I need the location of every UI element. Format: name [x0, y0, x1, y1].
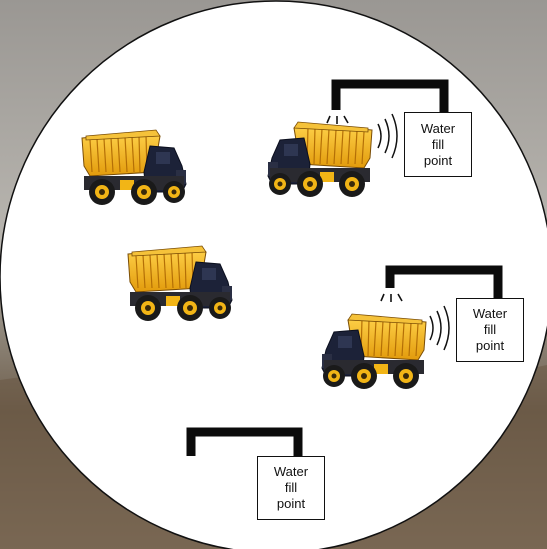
fill-point-line-3: point	[276, 496, 306, 511]
fill-point-line-1: Water	[420, 120, 456, 136]
fill-point-line-1: Water	[273, 464, 309, 479]
water-pipe-3	[186, 427, 303, 458]
fill-point-line-2: fill	[284, 480, 298, 495]
water-pipe-1	[331, 79, 449, 112]
water-pipe-2	[385, 265, 503, 300]
water-spray-icon	[326, 115, 403, 302]
fill-point-line-2: fill	[431, 136, 445, 152]
water-fill-point-box: Water fill point	[456, 298, 524, 362]
fill-point-line-2: fill	[483, 322, 497, 337]
water-fill-point-box: Water fill point	[404, 112, 472, 177]
fill-point-line-1: Water	[472, 306, 508, 321]
signal-waves-icon	[377, 113, 450, 351]
water-fill-point-box: Water fill point	[257, 456, 325, 520]
fill-point-line-3: point	[475, 338, 505, 353]
fill-point-line-3: point	[423, 152, 453, 168]
